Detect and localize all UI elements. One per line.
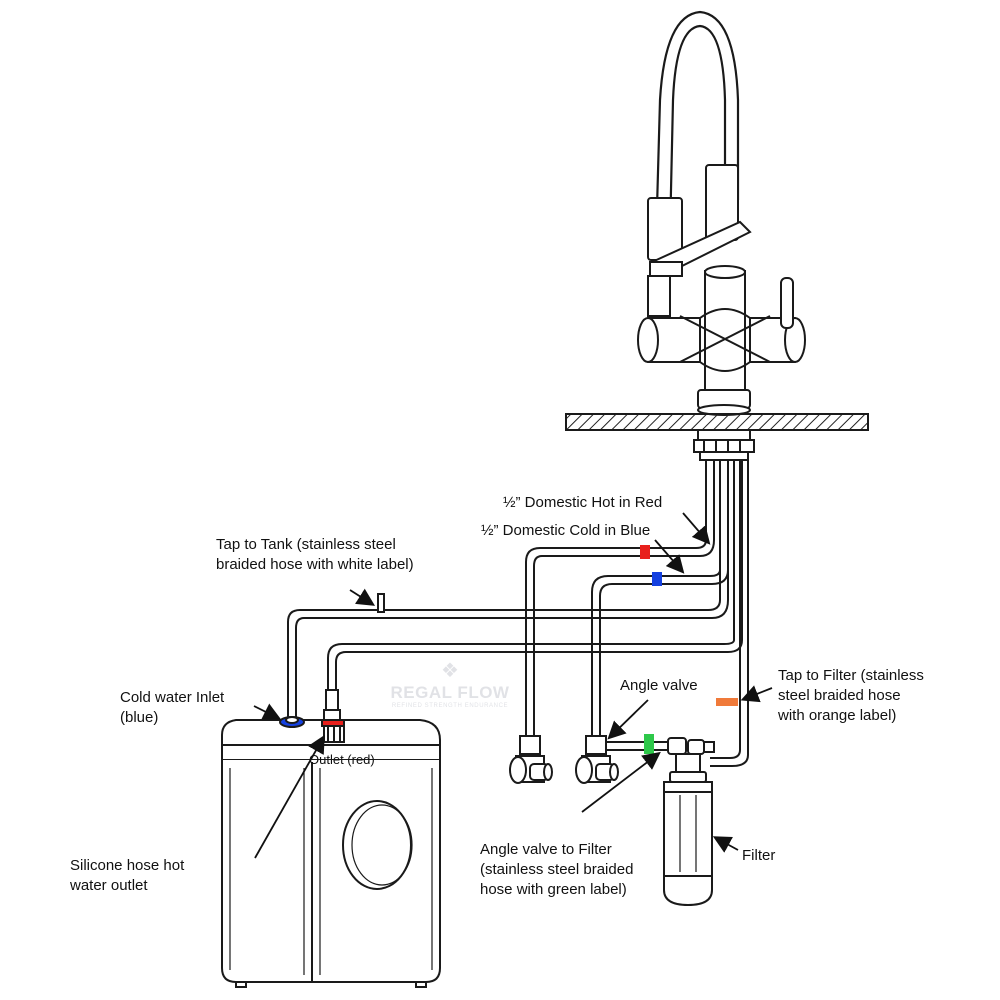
hot-angle-valve [509, 735, 553, 784]
label-line: steel braided hose [778, 687, 901, 704]
label-line: (stainless steel braided [480, 861, 634, 878]
label-tap-to-tank: Tap to Tank (stainless steel braided hos… [216, 535, 414, 575]
label-angle-to-filter: Angle valve to Filter (stainless steel b… [480, 840, 633, 900]
filter-assembly [663, 737, 715, 907]
watermark-tagline: REFINED STRENGTH ENDURANCE [391, 703, 509, 709]
countertop [565, 413, 869, 431]
label-line: Tap to Tank (stainless steel [216, 536, 396, 553]
green-label-band [644, 734, 654, 754]
white-label-tag [377, 593, 385, 613]
label-line: hose with green label) [480, 881, 627, 898]
label-line: with orange label) [778, 707, 897, 724]
orange-label-band [716, 698, 738, 706]
label-angle-valve: Angle valve [620, 677, 698, 694]
label-domestic-hot: ½” Domestic Hot in Red [503, 494, 663, 511]
label-outlet: Outlet (red) [309, 752, 375, 767]
label-line: braided hose with white label) [216, 556, 414, 573]
hot-water-tank [221, 689, 441, 988]
red-label-band [640, 545, 650, 559]
callout-arrows [253, 512, 773, 859]
label-line: Angle valve to Filter [480, 841, 612, 858]
label-line: water outlet [70, 877, 148, 894]
watermark: ❖ REGAL FLOW REFINED STRENGTH ENDURANCE [380, 658, 520, 709]
label-line: Silicone hose hot [70, 857, 185, 874]
label-line: (blue) [120, 709, 159, 726]
label-filter: Filter [742, 847, 776, 864]
blue-label-band [652, 572, 662, 586]
label-silicone-hose: Silicone hose hot water outlet [70, 856, 184, 896]
label-domestic-cold: ½” Domestic Cold in Blue [481, 522, 651, 539]
label-cold-inlet: Cold water Inlet (blue) [120, 688, 224, 728]
label-tap-to-filter: Tap to Filter (stainless steel braided h… [778, 666, 924, 726]
faucet [637, 10, 806, 416]
watermark-logo-icon: ❖ [441, 660, 459, 682]
watermark-brand: REGAL FLOW [390, 683, 510, 702]
label-line: Cold water Inlet [120, 689, 225, 706]
cold-angle-valve [575, 735, 619, 784]
label-line: Tap to Filter (stainless [778, 667, 924, 684]
mounting-nut [693, 429, 755, 461]
